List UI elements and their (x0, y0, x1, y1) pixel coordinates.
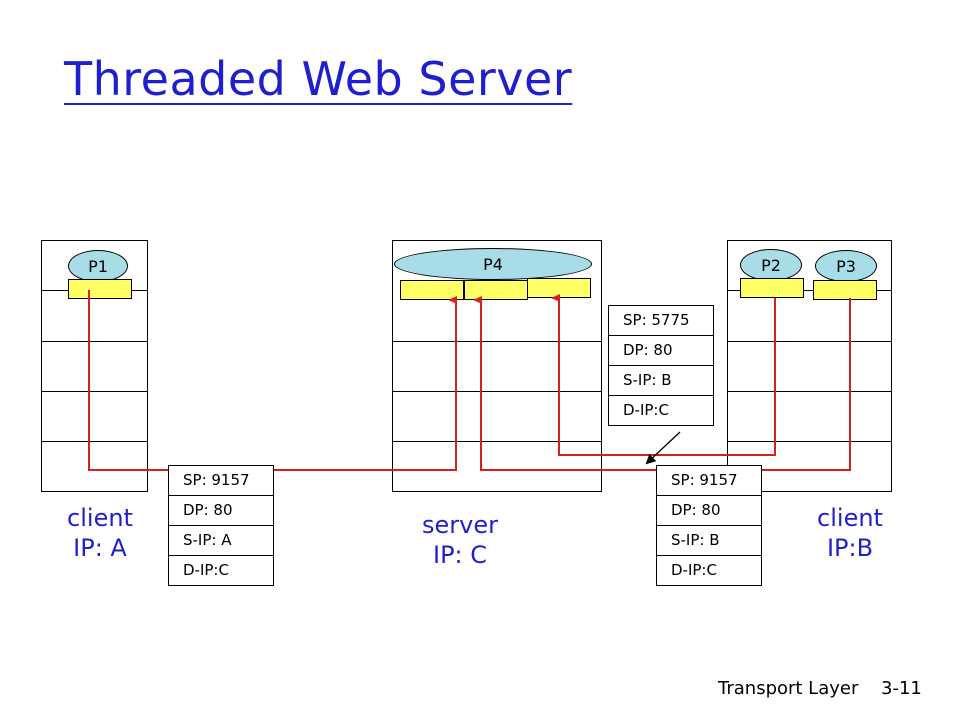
process-p1: P1 (68, 250, 128, 282)
packet-dest-port: DP: 80 (657, 496, 761, 526)
packet-client-a: SP: 9157 DP: 80 S-IP: A D-IP:C (168, 465, 274, 586)
packet-source-port: SP: 9157 (169, 466, 273, 496)
socket-p4-thread-2 (464, 280, 528, 300)
socket-p4-thread-3 (527, 278, 591, 298)
packet-client-b-9157: SP: 9157 DP: 80 S-IP: B D-IP:C (656, 465, 762, 586)
packet-source-ip: S-IP: B (609, 366, 713, 396)
socket-p1 (68, 279, 132, 299)
packet-dest-ip: D-IP:C (671, 561, 717, 579)
packet-source-ip: S-IP: A (169, 526, 273, 556)
packet-dest-port: DP: 80 (609, 336, 713, 366)
footer-chapter: Transport Layer (718, 678, 859, 699)
process-p2: P2 (740, 249, 802, 281)
client-b-label: client IP:B (817, 504, 883, 562)
socket-p2 (740, 278, 804, 298)
process-p3: P3 (815, 250, 877, 282)
socket-p3 (813, 280, 877, 300)
packet-source-ip: S-IP: B (657, 526, 761, 556)
packet-dest-port: DP: 80 (169, 496, 273, 526)
packet-pointer-arrow (645, 431, 681, 465)
client-a-label: client IP: A (67, 504, 133, 562)
packet-source-port: SP: 5775 (609, 306, 713, 336)
packet-dest-ip: D-IP:C (623, 401, 669, 419)
process-p4: P4 (394, 248, 592, 280)
packet-dest-ip: D-IP:C (183, 561, 229, 579)
footer-slide-number: 3-11 (881, 678, 922, 699)
socket-p4-thread-1 (400, 280, 464, 300)
packet-source-port: SP: 9157 (657, 466, 761, 496)
packet-client-b-5775: SP: 5775 DP: 80 S-IP: B D-IP:C (608, 305, 714, 426)
server-label: server IP: C (422, 511, 498, 569)
page-title: Threaded Web Server (64, 52, 573, 106)
